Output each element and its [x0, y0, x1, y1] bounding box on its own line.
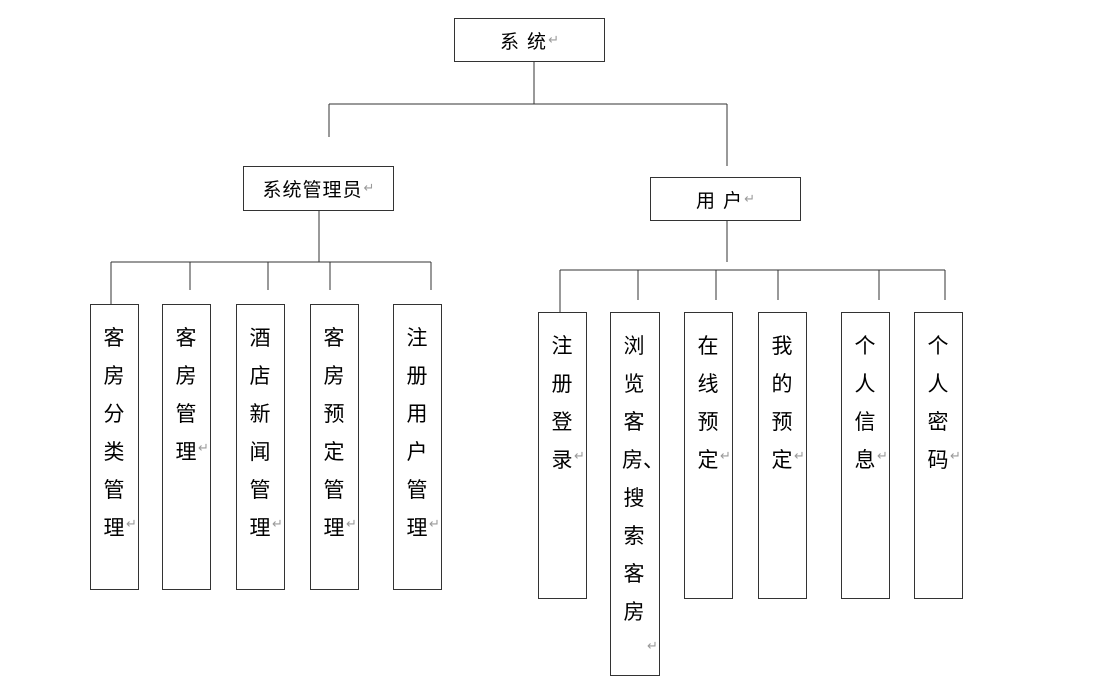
user-child-label: 我的预定 — [771, 334, 793, 472]
user-child-node: 在线预定 ↵ — [684, 312, 733, 599]
paragraph-mark-icon: ↵ — [272, 517, 283, 532]
paragraph-mark-icon: ↵ — [647, 639, 658, 654]
paragraph-mark-icon: ↵ — [198, 441, 209, 456]
admin-child-node: 客房管理 ↵ — [162, 304, 211, 590]
paragraph-mark-icon: ↵ — [346, 517, 357, 532]
user-node: 用 户↵ — [650, 177, 801, 221]
paragraph-mark-icon: ↵ — [363, 181, 375, 196]
root-label: 系 统 — [500, 30, 548, 53]
paragraph-mark-icon: ↵ — [794, 449, 805, 464]
admin-child-label: 客房预定管理 — [323, 326, 345, 540]
admin-child-node: 客房预定管理 ↵ — [310, 304, 359, 590]
paragraph-mark-icon: ↵ — [429, 517, 440, 532]
user-child-label: 个人密码 — [927, 334, 949, 472]
paragraph-mark-icon: ↵ — [744, 191, 755, 207]
user-child-node: 我的预定 ↵ — [758, 312, 807, 599]
paragraph-mark-icon: ↵ — [950, 449, 961, 464]
admin-child-label: 注册用户管理 — [406, 326, 428, 540]
paragraph-mark-icon: ↵ — [126, 517, 137, 532]
user-child-label: 在线预定 — [697, 334, 719, 472]
admin-child-label: 客房分类管理 — [103, 326, 125, 540]
user-child-node: 浏览客房、搜索客房 ↵ — [610, 312, 664, 676]
admin-label: 系统管理员 — [262, 179, 363, 201]
user-child-node: 个人信息 ↵ — [841, 312, 890, 599]
admin-child-label: 酒店新闻管理 — [249, 326, 271, 540]
paragraph-mark-icon: ↵ — [720, 449, 731, 464]
admin-child-node: 注册用户管理 ↵ — [393, 304, 442, 590]
user-child-label: 个人信息 — [854, 334, 876, 472]
paragraph-mark-icon: ↵ — [548, 32, 559, 48]
paragraph-mark-icon: ↵ — [574, 449, 585, 464]
admin-child-label: 客房管理 — [175, 326, 197, 464]
user-label: 用 户 — [696, 189, 744, 212]
user-child-label: 浏览客房、搜索客房 — [622, 334, 664, 624]
admin-child-node: 客房分类管理 ↵ — [90, 304, 139, 590]
admin-node: 系统管理员↵ — [243, 166, 394, 211]
paragraph-mark-icon: ↵ — [877, 449, 888, 464]
user-child-label: 注册登录 — [551, 334, 573, 472]
admin-child-node: 酒店新闻管理 ↵ — [236, 304, 285, 590]
root-node: 系 统↵ — [454, 18, 605, 62]
user-child-node: 个人密码 ↵ — [914, 312, 963, 599]
user-child-node: 注册登录 ↵ — [538, 312, 587, 599]
